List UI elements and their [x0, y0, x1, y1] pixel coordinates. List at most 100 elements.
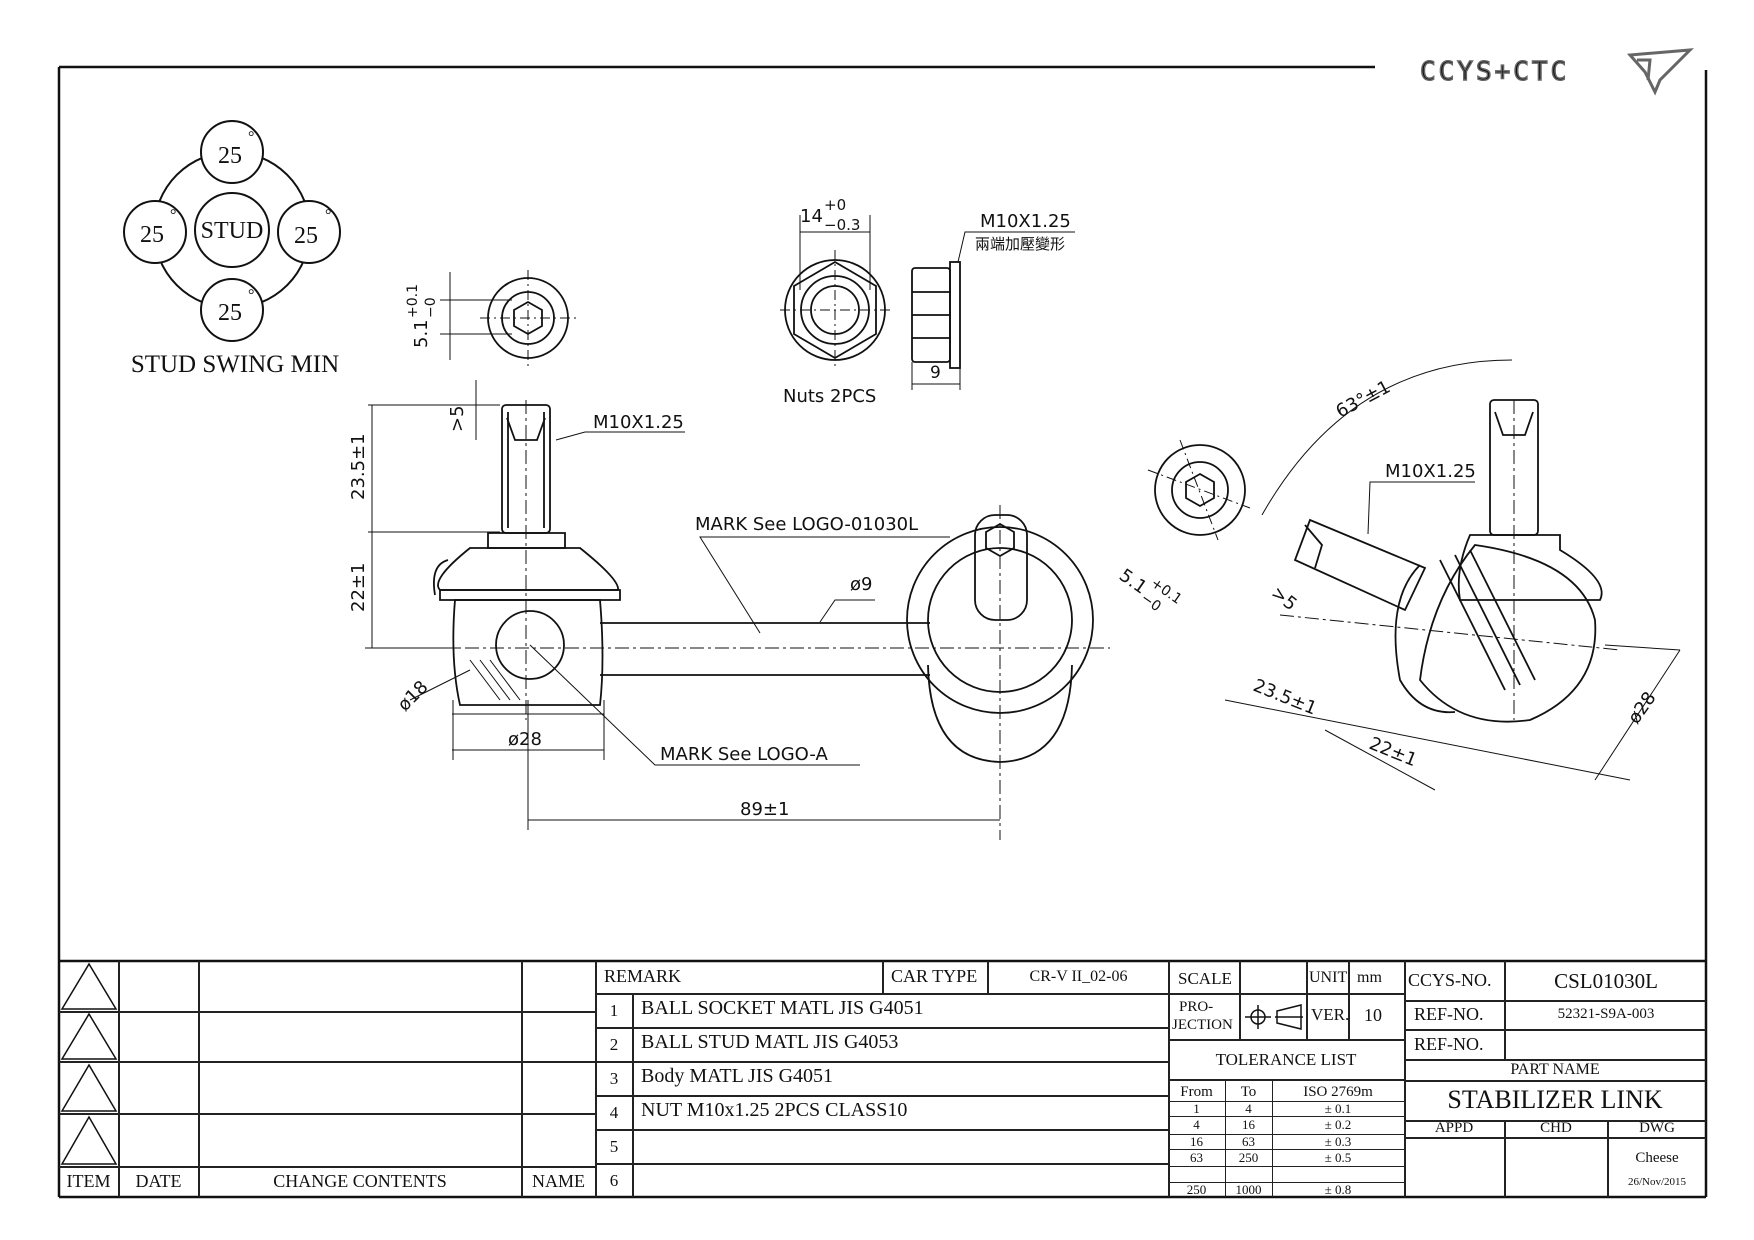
part-row-3-no: 3 [609, 1069, 619, 1088]
ref-no-value-1: 52321-S9A-003 [1557, 1006, 1655, 1022]
nut-width-tol-dn: −0.3 [824, 216, 860, 234]
part-row-3-text: Body MATL JIS G4051 [641, 1065, 834, 1087]
ccys-no-label: CCYS-NO. [1408, 970, 1492, 990]
hex-tol-lower: −0 [423, 297, 439, 318]
ver-label: VER. [1311, 1005, 1350, 1024]
drawer-name: Cheese [1635, 1150, 1679, 1166]
swing-top-value: 25 [218, 143, 242, 169]
tol-row-2-iso: ± 0.2 [1324, 1117, 1352, 1132]
tol-row-5-to: 1000 [1235, 1182, 1262, 1197]
tol-header-iso: ISO 2769m [1303, 1084, 1373, 1100]
hex-tol-upper: +0.1 [405, 284, 421, 318]
swing-left-value: 25 [140, 222, 164, 248]
projection-label-1: PRO- [1179, 999, 1214, 1015]
nut-height-label: 9 [930, 363, 941, 383]
ball-dia-label: ø18 [394, 677, 433, 716]
tolerance-title: TOLERANCE LIST [1215, 1050, 1357, 1069]
stud-swing-diagram [123, 120, 341, 342]
ref-no-label-2: REF-NO. [1414, 1034, 1484, 1054]
socket-dia-label: ø28 [508, 729, 542, 750]
part-row-5-no: 5 [609, 1137, 619, 1156]
part-row-4-no: 4 [609, 1103, 619, 1122]
revision-triangles [60, 962, 118, 1165]
scale-label: SCALE [1178, 969, 1232, 988]
ref-no-label-1: REF-NO. [1414, 1004, 1484, 1024]
part-row-1-text: BALL SOCKET MATL JIS G4051 [641, 997, 924, 1019]
link-rotated-view [1147, 359, 1681, 791]
nut-front-view [780, 215, 890, 370]
projection-symbol-icon [1245, 1004, 1303, 1030]
nut-thread-label: M10X1.25 [980, 211, 1071, 232]
nut-side-view [911, 231, 1075, 390]
tol-header-to: To [1240, 1084, 1257, 1100]
car-type-label: CAR TYPE [891, 966, 978, 986]
tol-row-5-from: 250 [1186, 1182, 1207, 1197]
rev-header-name: NAME [532, 1171, 585, 1191]
rev-header-date: DATE [135, 1171, 182, 1191]
ver-value: 10 [1364, 1005, 1382, 1025]
swing-bottom-value: 25 [218, 300, 242, 326]
swing-left-deg: ° [170, 207, 176, 224]
swing-top-deg: ° [248, 129, 254, 146]
nut-width-tol-up: +0 [824, 196, 846, 214]
rev-header-change: CHANGE CONTENTS [273, 1171, 447, 1191]
title-block: ITEM DATE CHANGE CONTENTS NAME REMARK CA… [59, 961, 1706, 1197]
tol-header-from: From [1180, 1084, 1213, 1100]
tol-row-1-iso: ± 0.1 [1324, 1101, 1352, 1116]
center-dist-label: 89±1 [740, 799, 789, 820]
hex-dim-label: 5.1 [411, 319, 432, 348]
unit-label: UNIT [1309, 969, 1348, 986]
ccys-no-value: CSL01030L [1554, 969, 1658, 993]
rotated-thread-label: M10X1.25 [1385, 461, 1476, 482]
chd-label: CHD [1540, 1120, 1572, 1136]
nut-note-label: 兩端加壓變形 [975, 235, 1065, 253]
tol-row-3-from: 16 [1190, 1134, 1203, 1149]
tol-row-3-to: 63 [1242, 1134, 1255, 1149]
company-logo: CCYS+CTC [1419, 48, 1694, 96]
rod-dia-label: ø9 [850, 574, 872, 595]
part-row-4-text: NUT M10x1.25 2PCS CLASS10 [641, 1099, 908, 1121]
tol-row-3-iso: ± 0.3 [1324, 1134, 1352, 1149]
body-height-label: 22±1 [348, 563, 369, 612]
projection-label-2: JECTION [1172, 1017, 1233, 1033]
part-row-2-text: BALL STUD MATL JIS G4053 [641, 1031, 899, 1053]
nuts-caption: Nuts 2PCS [783, 386, 876, 407]
dwg-label: DWG [1639, 1120, 1675, 1136]
rotated-body-label: 22±1 [1366, 733, 1420, 771]
mark-logo-body-label: MARK See LOGO-01030L [695, 514, 918, 535]
tol-row-1-to: 4 [1245, 1101, 1252, 1116]
stud-gt5-label: >5 [447, 405, 468, 432]
part-row-2-no: 2 [609, 1035, 619, 1054]
link-side-view [365, 380, 1110, 840]
swing-bottom-deg: ° [248, 287, 254, 304]
rotated-length-label: 23.5±1 [1250, 675, 1320, 719]
swing-right-deg: ° [325, 207, 331, 224]
tol-row-1-from: 1 [1193, 1101, 1200, 1116]
stud-thread-label: M10X1.25 [593, 412, 684, 433]
tol-row-2-to: 16 [1242, 1117, 1255, 1132]
part-name-label: PART NAME [1510, 1061, 1600, 1078]
swing-title: STUD SWING MIN [131, 351, 339, 378]
tol-row-5-iso: ± 0.8 [1324, 1182, 1352, 1197]
tol-row-2-from: 4 [1193, 1117, 1200, 1132]
appd-label: APPD [1434, 1120, 1474, 1136]
part-row-1-no: 1 [609, 1001, 619, 1020]
logo-text: CCYS+CTC [1420, 57, 1569, 87]
rev-header-item: ITEM [66, 1171, 111, 1191]
part-row-6-no: 6 [609, 1171, 619, 1190]
stud-length-label: 23.5±1 [348, 433, 369, 500]
nut-width-label: 14 [800, 206, 823, 227]
swing-center-label: STUD [201, 218, 264, 244]
tol-row-4-to: 250 [1238, 1150, 1259, 1165]
angle-label: 63°±1 [1332, 376, 1393, 422]
remark-label: REMARK [604, 966, 682, 986]
rotated-gt5-label: >5 [1267, 582, 1301, 615]
swing-right-value: 25 [294, 223, 318, 249]
drawing-date: 26/Nov/2015 [1627, 1176, 1687, 1188]
tol-row-4-iso: ± 0.5 [1324, 1150, 1352, 1165]
rotated-dia-label: ø28 [1624, 688, 1661, 728]
part-name-value: STABILIZER LINK [1447, 1085, 1663, 1114]
stud-top-view [440, 270, 580, 366]
tol-row-4-from: 63 [1190, 1150, 1203, 1165]
